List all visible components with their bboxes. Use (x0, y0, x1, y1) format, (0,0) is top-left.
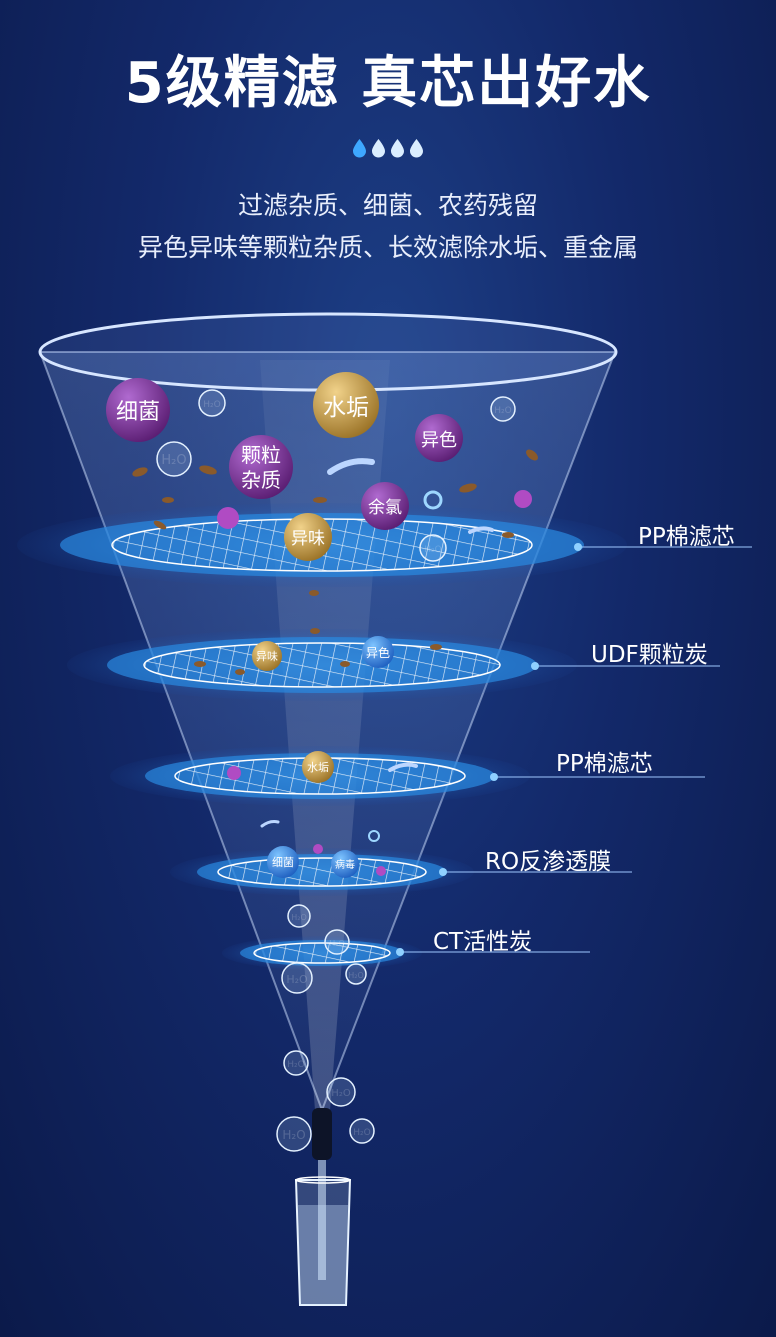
water-drop-icon (410, 139, 423, 158)
svg-text:H₂O: H₂O (424, 545, 441, 555)
svg-text:颗粒: 颗粒 (241, 443, 281, 467)
faucet-nozzle (312, 1108, 332, 1160)
filtration-funnel-diagram: 细菌 水垢 异色 颗粒 杂质 余氯 异味 异味 异色 水垢 细菌 病毒 (17, 312, 752, 1306)
contaminant-scale: 水垢 (313, 372, 379, 438)
svg-text:H₂O: H₂O (353, 1128, 370, 1138)
contaminant-scale-small: 水垢 (302, 751, 334, 783)
h2o-bubble: H₂O (326, 1077, 356, 1107)
h2o-bubble: H₂O (490, 396, 516, 422)
h2o-bubble: H₂O (198, 389, 226, 417)
filter-disc-stage-2 (67, 629, 577, 701)
contaminant-particles: 颗粒 杂质 (229, 435, 293, 499)
h2o-bubble: H₂O (283, 1050, 309, 1076)
contaminant-bacteria: 细菌 (106, 378, 170, 442)
svg-text:H₂O: H₂O (329, 939, 345, 948)
subtitle-line-2: 异色异味等颗粒杂质、长效滤除水垢、重金属 (137, 233, 638, 262)
stage-label-3: PP棉滤芯 (556, 751, 653, 777)
svg-text:H₂O: H₂O (286, 973, 308, 986)
stage-label-1: PP棉滤芯 (638, 524, 735, 550)
svg-text:水垢: 水垢 (307, 761, 329, 774)
svg-text:细菌: 细菌 (272, 856, 294, 869)
svg-text:细菌: 细菌 (116, 400, 160, 425)
h2o-bubble: H₂O (345, 963, 367, 985)
contaminant-color-small: 异色 (362, 636, 394, 668)
svg-text:H₂O: H₂O (161, 453, 186, 468)
water-drop-icon (372, 139, 385, 158)
virus-icon (217, 490, 532, 876)
water-drop-icon (391, 139, 404, 158)
svg-text:H₂O: H₂O (494, 406, 511, 416)
svg-text:H₂O: H₂O (287, 1060, 304, 1070)
filter-disc-stage-4 (170, 848, 474, 896)
contaminant-bacteria-small: 细菌 (267, 846, 299, 878)
sediment-flakes (132, 449, 538, 675)
ring-particle (423, 490, 443, 510)
contaminant-chlorine: 余氯 (361, 482, 409, 530)
stage-label-2: UDF颗粒炭 (591, 642, 708, 668)
page-title: 5级精滤 真芯出好水 (124, 51, 652, 116)
svg-text:病毒: 病毒 (335, 858, 355, 871)
h2o-bubbles: H₂O H₂O H₂O H₂O H₂O H₂O H₂O H₂O H₂O H₂O … (156, 389, 516, 1152)
h2o-bubble: H₂O (287, 904, 311, 928)
svg-text:H₂O: H₂O (203, 400, 220, 410)
svg-text:异色: 异色 (366, 646, 390, 660)
contaminant-odor-small: 异味 (252, 641, 282, 671)
svg-text:H₂O: H₂O (331, 1088, 351, 1099)
stage-connectors (396, 543, 752, 956)
filter-disc-stage-5 (222, 936, 422, 970)
contaminant-virus-small: 病毒 (331, 850, 359, 878)
svg-text:异色: 异色 (421, 430, 457, 451)
svg-text:H₂O: H₂O (282, 1128, 305, 1142)
h2o-bubble: H₂O (349, 1118, 375, 1144)
microbe-icon (260, 458, 494, 828)
h2o-bubble: H₂O (281, 962, 313, 994)
svg-text:H₂O: H₂O (291, 913, 307, 922)
svg-text:余氯: 余氯 (368, 498, 402, 518)
h2o-bubble: H₂O (156, 441, 192, 477)
svg-text:H₂O: H₂O (348, 971, 364, 980)
water-drop-icon (353, 139, 366, 158)
ring-particle (368, 830, 380, 842)
svg-text:异味: 异味 (291, 529, 325, 549)
stage-label-5: CT活性炭 (433, 929, 533, 955)
svg-text:异味: 异味 (256, 650, 278, 663)
subtitle-line-1: 过滤杂质、细菌、农药残留 (237, 191, 538, 220)
water-drops-decoration (348, 138, 428, 158)
contaminant-color: 异色 (415, 414, 463, 462)
stage-label-4: RO反渗透膜 (485, 849, 612, 875)
svg-text:水垢: 水垢 (323, 395, 369, 421)
water-glass (294, 1176, 352, 1306)
h2o-bubble: H₂O (324, 929, 350, 955)
h2o-bubble: H₂O (276, 1116, 312, 1152)
svg-text:杂质: 杂质 (241, 468, 281, 492)
h2o-bubble: H₂O (419, 534, 447, 562)
water-stream (318, 1160, 326, 1280)
contaminant-odor: 异味 (284, 513, 332, 561)
